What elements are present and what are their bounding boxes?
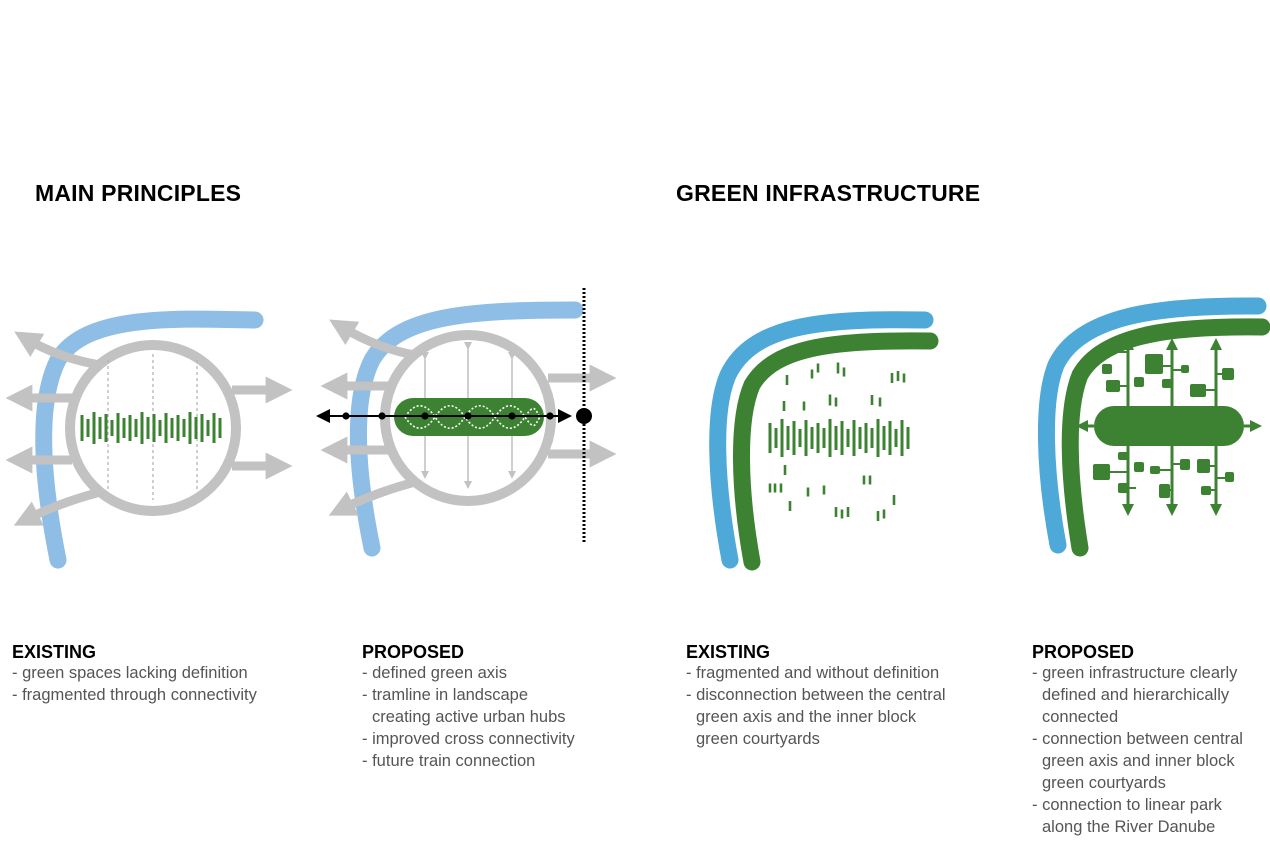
caption-item: - green infrastructure clearly defined a… [1032,664,1238,726]
caption-item: - future train connection [362,752,536,770]
grey-connection-arrows [320,319,617,516]
caption-proposed-principles: PROPOSED - defined green axis - tramline… [362,642,632,772]
green-bars-existing [80,412,222,444]
caption-heading: PROPOSED [362,642,465,662]
caption-item: - tramline in landscape creating active … [362,686,566,726]
ring-road [65,340,241,516]
caption-item: - fragmented and without definition [686,664,940,682]
river-band [350,301,584,557]
diagram-proposed-green [1038,297,1270,557]
tram-stops [342,412,554,420]
caption-item: - fragmented through connectivity [12,686,257,704]
green-fragments [768,362,906,521]
section-title-green-infrastructure: GREEN INFRASTRUCTURE [676,180,981,206]
caption-heading: EXISTING [686,642,771,662]
tram-line-start-arrow [316,409,330,423]
river-band [35,310,264,569]
caption-list: - green infrastructure clearly defined a… [1032,662,1270,838]
green-linear-park [1061,318,1270,557]
green-bars-existing [768,419,910,457]
grey-connection-arrows [5,331,293,526]
caption-item: - defined green axis [362,664,507,682]
caption-heading: PROPOSED [1032,642,1135,662]
caption-proposed-green: PROPOSED - green infrastructure clearly … [1032,642,1270,838]
river-band [1038,297,1267,554]
tram-waves [404,404,541,430]
caption-list: - green spaces lacking definition - frag… [12,662,312,706]
green-axis [1094,406,1244,446]
caption-list: - fragmented and without definition - di… [686,662,1006,750]
river-band [709,311,934,569]
section-title-main-principles: MAIN PRINCIPLES [35,180,242,206]
diagram-existing-principles [5,310,293,569]
diagram-proposed-principles [316,288,617,557]
diagram-existing-green [709,311,939,571]
caption-existing-principles: EXISTING - green spaces lacking definiti… [12,642,312,706]
train-station [576,408,592,424]
caption-item: - connection between central green axis … [1032,730,1243,792]
caption-existing-green: EXISTING - fragmented and without defini… [686,642,1006,750]
caption-item: - green spaces lacking definition [12,664,248,682]
caption-item: - connection to linear park along the Ri… [1032,796,1222,836]
caption-item: - disconnection between the central gree… [686,686,946,748]
green-linear-park [733,332,939,571]
caption-list: - defined green axis - tramline in lands… [362,662,632,772]
caption-heading: EXISTING [12,642,97,662]
green-courtyards [1093,354,1234,498]
caption-item: - improved cross connectivity [362,730,575,748]
